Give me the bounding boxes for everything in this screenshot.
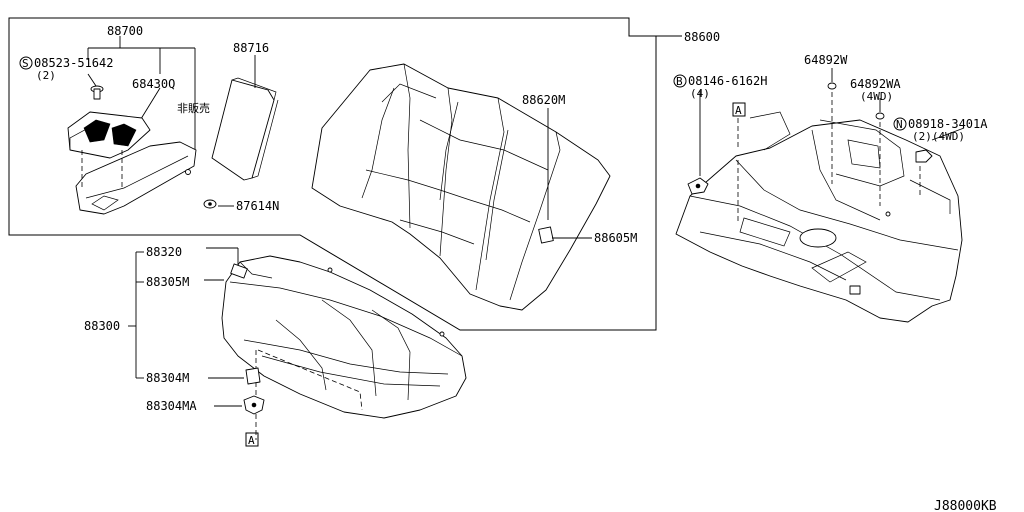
seatback-group-frame	[8, 17, 657, 331]
rear-seat-cushion	[221, 255, 467, 419]
label-64892wa: 64892WA	[850, 77, 901, 91]
ref-a-floor: A	[735, 104, 742, 117]
label-64892w: 64892W	[804, 53, 848, 67]
label-88304ma: 88304MA	[146, 399, 197, 413]
bolt-08146	[687, 177, 709, 195]
ref-a-lower: A	[248, 434, 255, 447]
label-88304m: 88304M	[146, 371, 189, 385]
plug-64892w	[827, 82, 837, 90]
n-mark: N	[896, 118, 903, 131]
ref-a-floor-box	[732, 102, 746, 117]
label-87614n: 87614N	[236, 199, 279, 213]
armrest-cupholder	[67, 111, 151, 159]
screw-08523	[90, 85, 104, 100]
nut-08918	[915, 149, 933, 163]
label-08918-note: (2)(4WD)	[912, 130, 965, 143]
clip-88304m	[245, 367, 261, 385]
s-mark: S	[22, 57, 29, 70]
label-88716: 88716	[233, 41, 269, 55]
plug-64892wa	[875, 112, 885, 120]
label-68430q: 68430Q	[132, 77, 175, 91]
label-08146-qty: (4)	[690, 87, 710, 100]
label-08146-6162h: 08146-6162H	[688, 74, 767, 88]
label-08523-qty: (2)	[36, 69, 56, 82]
armrest-lid-panel	[211, 77, 279, 181]
label-88620m: 88620M	[522, 93, 565, 107]
label-88600: 88600	[684, 30, 720, 44]
clip-88304ma	[243, 395, 265, 415]
label-88305m: 88305M	[146, 275, 189, 289]
rear-seat-back	[311, 63, 611, 311]
ref-a-lower-box	[245, 432, 259, 447]
label-08523-51642: 08523-51642	[34, 56, 113, 70]
label-64892wa-note: (4WD)	[860, 90, 893, 103]
clip-87614n	[203, 199, 217, 209]
label-08918-3401a: 08918-3401A	[908, 117, 988, 131]
b-mark: B	[676, 75, 683, 88]
armrest-body	[75, 141, 197, 215]
floor-panel	[675, 111, 963, 323]
label-88700: 88700	[107, 24, 143, 38]
label-not-sold: 非販売	[177, 102, 210, 115]
diagram-code: J88000KB	[934, 499, 997, 512]
label-88320: 88320	[146, 245, 182, 259]
label-88300: 88300	[84, 319, 120, 333]
label-88605m: 88605M	[594, 231, 637, 245]
